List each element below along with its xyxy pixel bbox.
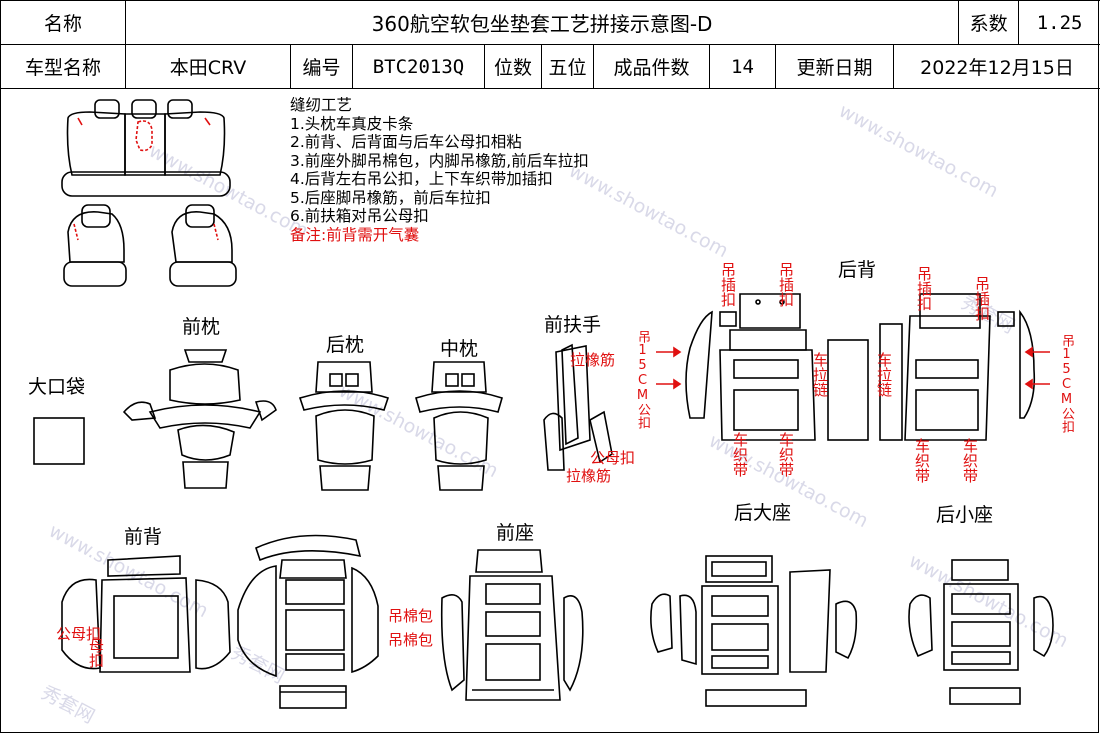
front-headrest-pattern bbox=[122, 349, 277, 489]
coef-value: 1.25 bbox=[1018, 0, 1100, 45]
label-rear-headrest: 后枕 bbox=[326, 334, 365, 356]
front-back-pattern bbox=[61, 534, 379, 709]
rear-big-seat-pattern bbox=[650, 555, 858, 707]
label-front-headrest: 前枕 bbox=[182, 316, 221, 338]
label-rear-big-seat: 后大座 bbox=[734, 502, 792, 524]
seats-value: 五位 bbox=[541, 44, 594, 89]
label-front-back: 前背 bbox=[124, 526, 163, 548]
code-label: 编号 bbox=[290, 44, 353, 89]
bag-pattern bbox=[33, 417, 85, 465]
notes-remark: 备注:前背需开气囊 bbox=[290, 225, 420, 244]
note-hang-cotton-pack: 吊棉包 bbox=[388, 631, 434, 649]
label-mid-headrest: 中枕 bbox=[440, 338, 479, 360]
label-front-seat: 前座 bbox=[496, 522, 535, 544]
note-hang-insert: 吊插扣 bbox=[915, 266, 933, 311]
note-pull-elastic: 拉橡筋 bbox=[570, 351, 616, 369]
header-table: 名称 360航空软包坐垫套工艺拼接示意图-D 系数 1.25 车型名称 本田CR… bbox=[0, 0, 1100, 89]
red-arrows bbox=[656, 346, 1050, 390]
rear-small-seat-pattern bbox=[908, 559, 1054, 705]
note-item: 4.后背左右吊公扣，上下车织带加插扣 bbox=[290, 170, 553, 188]
date-value: 2022年12月15日 bbox=[892, 44, 1100, 89]
coef-label: 系数 bbox=[958, 0, 1020, 45]
seats-label: 位数 bbox=[484, 44, 542, 89]
seat-overview-illustration bbox=[61, 99, 237, 287]
sheet-title: 360航空软包坐垫套工艺拼接示意图-D bbox=[124, 0, 960, 45]
note-hang-insert: 吊插扣 bbox=[777, 262, 795, 307]
mid-headrest-pattern bbox=[415, 361, 503, 491]
label-bag: 大口袋 bbox=[28, 376, 86, 398]
front-armrest-pattern bbox=[543, 343, 613, 471]
notes-title: 缝纫工艺 bbox=[290, 96, 353, 114]
note-hang-insert: 吊插扣 bbox=[719, 262, 737, 307]
note-male-female-buckle: 公母扣 bbox=[590, 449, 636, 467]
note-car-zipper: 车拉链 bbox=[875, 352, 893, 397]
note-pull-elastic-2: 拉橡筋 bbox=[566, 467, 612, 485]
rear-back-pattern bbox=[685, 293, 1036, 441]
note-female-buckle: 母扣 bbox=[87, 638, 105, 668]
model-label: 车型名称 bbox=[0, 44, 126, 89]
pieces-label: 成品件数 bbox=[593, 44, 710, 89]
label-rear-small-seat: 后小座 bbox=[936, 504, 994, 526]
note-car-webbing: 车织带 bbox=[961, 438, 979, 483]
date-label: 更新日期 bbox=[775, 44, 894, 89]
rear-headrest-pattern bbox=[298, 361, 390, 491]
note-male-buckle: 公母扣 bbox=[56, 625, 102, 643]
note-hang-cotton-pack: 吊棉包 bbox=[388, 607, 434, 625]
note-item: 3.前座外脚吊棉包，内脚吊橡筋,前后车拉扣 bbox=[290, 151, 589, 170]
note-item: 1.头枕车真皮卡条 bbox=[290, 114, 414, 133]
note-item: 6.前扶箱对吊公母扣 bbox=[290, 207, 429, 225]
model-value: 本田CRV bbox=[125, 44, 291, 89]
pieces-value: 14 bbox=[709, 44, 776, 89]
note-item: 2.前背、后背面与后车公母扣相粘 bbox=[290, 133, 522, 151]
note-hang-insert: 吊插扣 bbox=[973, 276, 991, 321]
front-seat-pattern bbox=[440, 549, 584, 701]
label-rear-back: 后背 bbox=[838, 259, 877, 281]
note-car-webbing: 车织带 bbox=[777, 432, 795, 477]
label-front-armrest: 前扶手 bbox=[544, 314, 602, 336]
note-car-webbing: 车织带 bbox=[913, 438, 931, 483]
note-car-webbing: 车织带 bbox=[731, 432, 749, 477]
note-hang-15cm-left: 吊15CM公扣 bbox=[635, 330, 650, 429]
code-value: BTC2013Q bbox=[352, 44, 485, 89]
note-item: 5.后座脚吊橡筋，前后车拉扣 bbox=[290, 188, 491, 207]
note-car-zipper: 车拉链 bbox=[811, 352, 829, 397]
note-hang-15cm-right: 吊15CM公扣 bbox=[1059, 334, 1074, 433]
